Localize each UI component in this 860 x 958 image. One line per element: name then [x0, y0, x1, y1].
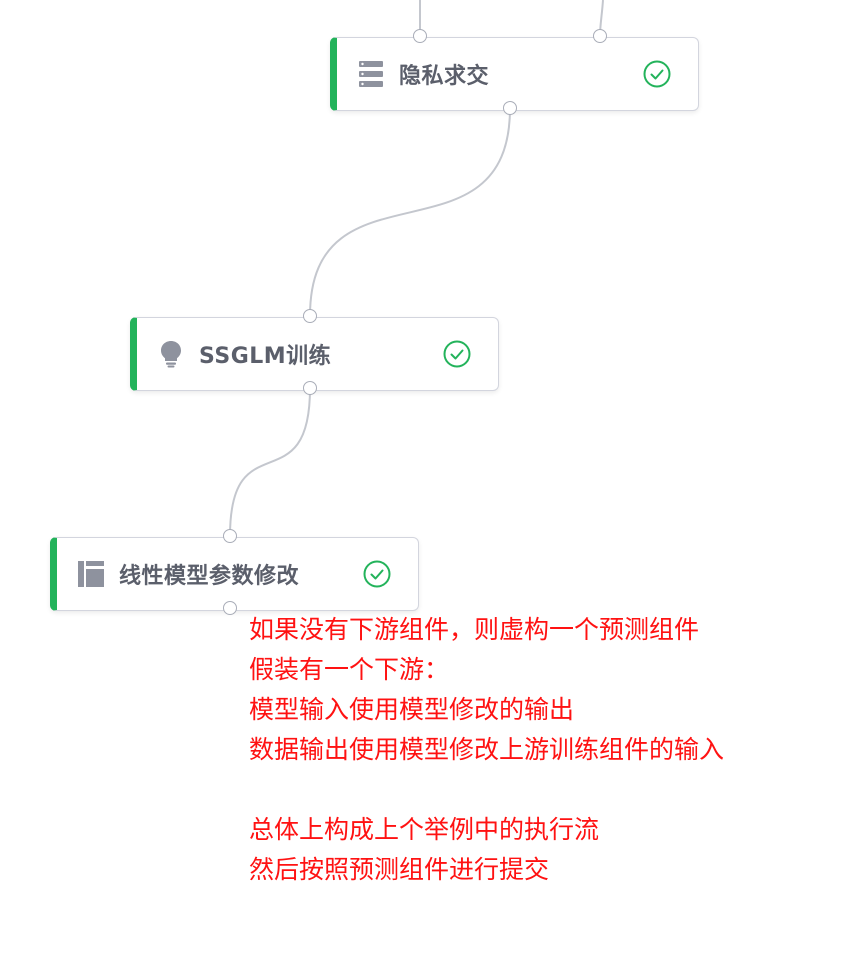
annotation-line: 总体上构成上个举例中的执行流: [249, 815, 600, 844]
node-label: 线性模型参数修改: [119, 564, 300, 589]
node-label: 隐私求交: [399, 64, 490, 89]
annotation-line: 然后按照预测组件进行提交: [249, 855, 550, 884]
annotation-note: 如果没有下游组件，则虚构一个预测组件 假装有一个下游： 模型输入使用模型修改的输…: [249, 610, 724, 890]
input-port[interactable]: [593, 29, 607, 43]
node-privacy-intersection[interactable]: 隐私求交: [330, 37, 699, 111]
success-check-icon: [643, 60, 671, 88]
node-linear-model-param-modify[interactable]: 线性模型参数修改: [50, 537, 419, 611]
success-check-icon: [363, 560, 391, 588]
annotation-line: 假装有一个下游：: [249, 655, 450, 684]
database-rows-icon: [357, 60, 385, 88]
output-port[interactable]: [223, 601, 237, 615]
node-label: SSGLM训练: [199, 344, 332, 369]
output-port[interactable]: [503, 101, 517, 115]
input-port[interactable]: [223, 529, 237, 543]
input-port[interactable]: [413, 29, 427, 43]
node-ssglm-training[interactable]: SSGLM训练: [130, 317, 499, 391]
annotation-line: 模型输入使用模型修改的输出: [249, 695, 575, 724]
annotation-line: 数据输出使用模型修改上游训练组件的输入: [249, 735, 725, 764]
lightbulb-icon: [157, 340, 185, 368]
layout-panel-icon: [77, 560, 105, 588]
success-check-icon: [443, 340, 471, 368]
input-port[interactable]: [303, 309, 317, 323]
annotation-line: 如果没有下游组件，则虚构一个预测组件: [249, 615, 700, 644]
edge-training-to-modify: [229, 387, 311, 537]
annotation-line: [249, 770, 724, 810]
output-port[interactable]: [303, 381, 317, 395]
edge-intersection-to-training: [309, 107, 511, 317]
